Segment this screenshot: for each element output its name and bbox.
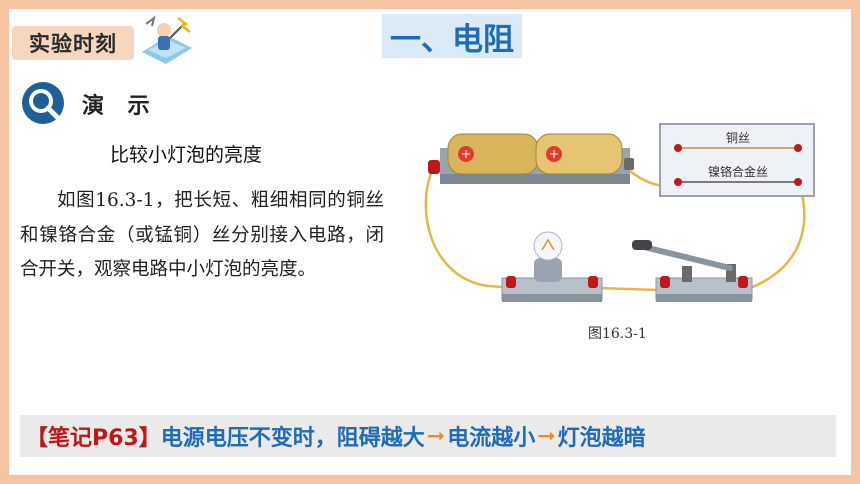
note-bar: 【笔记P63】 电源电压不变时，阻碍越大 ➞ 电流越小 ➞ 灯泡越暗 (20, 415, 836, 457)
nichrome-wire-label: 镍铬合金丝 (708, 164, 768, 179)
svg-text:+: + (461, 147, 471, 161)
note-text-3: 灯泡越暗 (557, 426, 646, 451)
note-text-2: 电流越小 (447, 426, 536, 451)
arrow-right-icon: ➞ (426, 423, 446, 449)
section-title: 一、电阻 (382, 14, 522, 58)
experiment-description: 如图16.3-1，把长短、粗细相同的铜丝和镍铬合金（或锰铜）丝分别接入电路，闭合… (20, 190, 384, 280)
circuit-diagram: + + 铜丝 镍铬合金丝 (424, 123, 815, 302)
note-text-1: 电源电压不变时，阻碍越大 (160, 426, 425, 451)
arrow-right-icon: ➞ (537, 423, 556, 449)
scientist-icon (142, 15, 192, 64)
note-prefix: 【笔记P63】 (26, 426, 161, 451)
figure-caption: 图16.3-1 (588, 326, 647, 342)
experiment-title: 比较小灯泡的亮度 (110, 144, 263, 166)
magnifier-icon (22, 82, 64, 124)
experiment-badge: 实验时刻 (12, 26, 134, 60)
svg-text:+: + (549, 147, 559, 161)
wire-board (659, 123, 815, 197)
demo-label: 演 示 (82, 94, 158, 119)
copper-wire-label: 铜丝 (726, 130, 750, 145)
